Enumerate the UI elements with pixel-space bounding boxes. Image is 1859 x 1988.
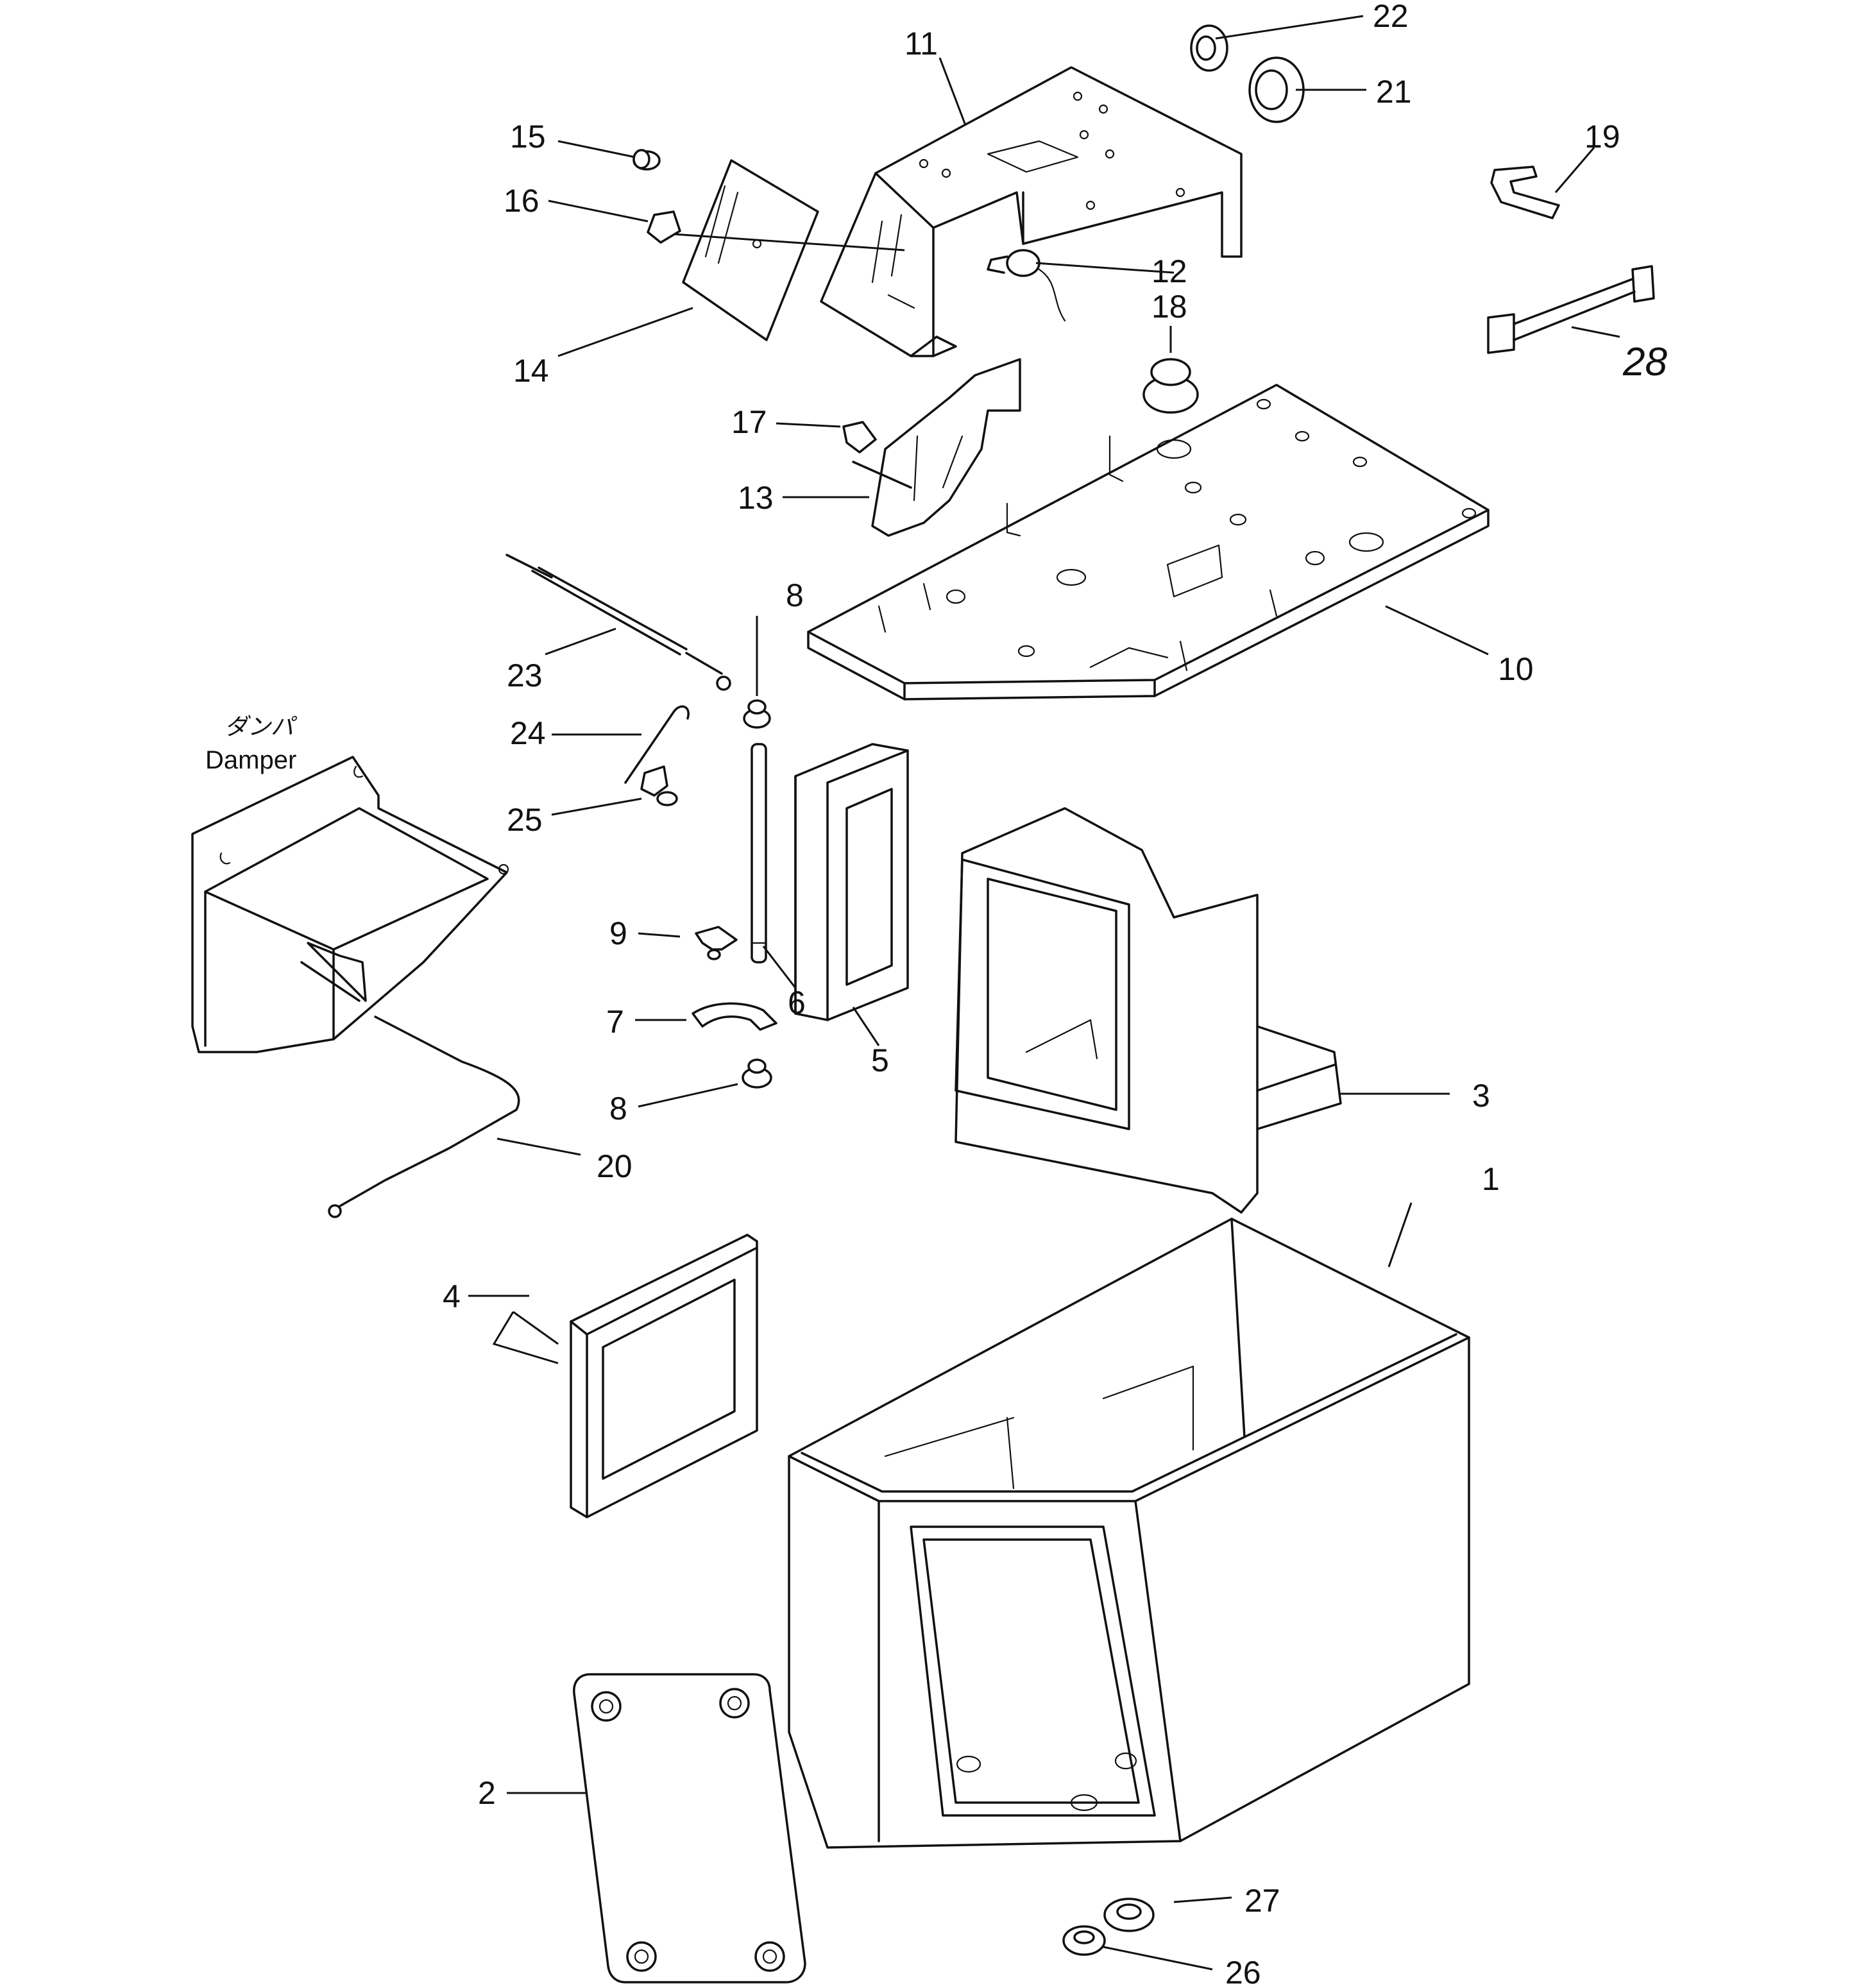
part-16-knob: [647, 210, 681, 244]
part-18-grommet: [1142, 358, 1199, 414]
callout-27: 27: [1244, 1883, 1280, 1919]
callout-25: 25: [507, 802, 543, 838]
damper-housing: [191, 756, 509, 1053]
part-25-wingnut: [640, 765, 678, 806]
part-3-duct: [955, 807, 1342, 1214]
callout-4: 4: [443, 1279, 461, 1314]
callout-3: 3: [1472, 1078, 1490, 1114]
part-28-harness: [1487, 265, 1655, 354]
part-13-bracket: [852, 358, 1021, 537]
callout-11: 11: [904, 26, 938, 62]
callout-18: 18: [1151, 289, 1187, 325]
callout-16: 16: [504, 183, 539, 219]
part-21-grommet: [1248, 56, 1305, 123]
part-9-lever: [695, 926, 738, 960]
callout-13: 13: [738, 480, 774, 516]
callout-20: 20: [597, 1148, 632, 1184]
callout-8-top: 8: [786, 577, 804, 613]
callout-5: 5: [871, 1042, 889, 1078]
part-22-grommet: [1190, 24, 1228, 72]
part-11-top-cover: [820, 66, 1243, 357]
part-1-box: [788, 1218, 1470, 1849]
part-14-plate: [673, 159, 905, 341]
part-6-shaft: [751, 743, 767, 964]
part-12-switch: [987, 249, 1066, 322]
part-24-hook: [624, 705, 690, 784]
callout-6: 6: [788, 985, 806, 1021]
callout-28: 28: [1622, 340, 1667, 384]
part-4-frame: [570, 1234, 758, 1518]
callout-1: 1: [1482, 1161, 1500, 1197]
part-26-grommet: [1062, 1925, 1106, 1956]
damper-caption-jp: ダンパ: [225, 713, 298, 740]
callout-24: 24: [510, 715, 546, 751]
part-7-clamp: [692, 1002, 777, 1031]
callout-17: 17: [731, 404, 767, 440]
callout-8-bottom: 8: [609, 1091, 627, 1126]
callout-labels: 11 22 21 19 28 15 16 14 12 18 17 13 10 2…: [205, 0, 1667, 1988]
part-27-grommet: [1103, 1898, 1155, 1932]
callout-26: 26: [1225, 1955, 1261, 1985]
part-20-cable: [328, 1015, 520, 1218]
callout-22: 22: [1373, 0, 1409, 34]
part-17-knob: [842, 421, 877, 454]
callout-9: 9: [609, 915, 627, 951]
callout-15: 15: [510, 119, 546, 155]
callout-19: 19: [1584, 119, 1620, 155]
part-8-bushing-bottom: [742, 1058, 772, 1089]
callout-21: 21: [1376, 74, 1412, 110]
part-5-frame: [794, 743, 909, 1021]
leader-lines: [468, 15, 1620, 1971]
callout-10: 10: [1498, 651, 1534, 687]
part-8-bushing-top: [743, 699, 771, 729]
part-2-cover: [573, 1673, 806, 1984]
damper-caption-en: Damper: [205, 746, 296, 774]
callout-7: 7: [606, 1004, 624, 1040]
callout-12: 12: [1151, 253, 1187, 289]
part-23-cable: [505, 554, 731, 691]
callout-23: 23: [507, 658, 543, 693]
callout-14: 14: [513, 353, 549, 389]
callout-2: 2: [478, 1775, 496, 1811]
part-15-knob: [632, 149, 661, 171]
part-10-base-plate: [807, 384, 1490, 701]
part-19-clip: [1490, 166, 1560, 219]
